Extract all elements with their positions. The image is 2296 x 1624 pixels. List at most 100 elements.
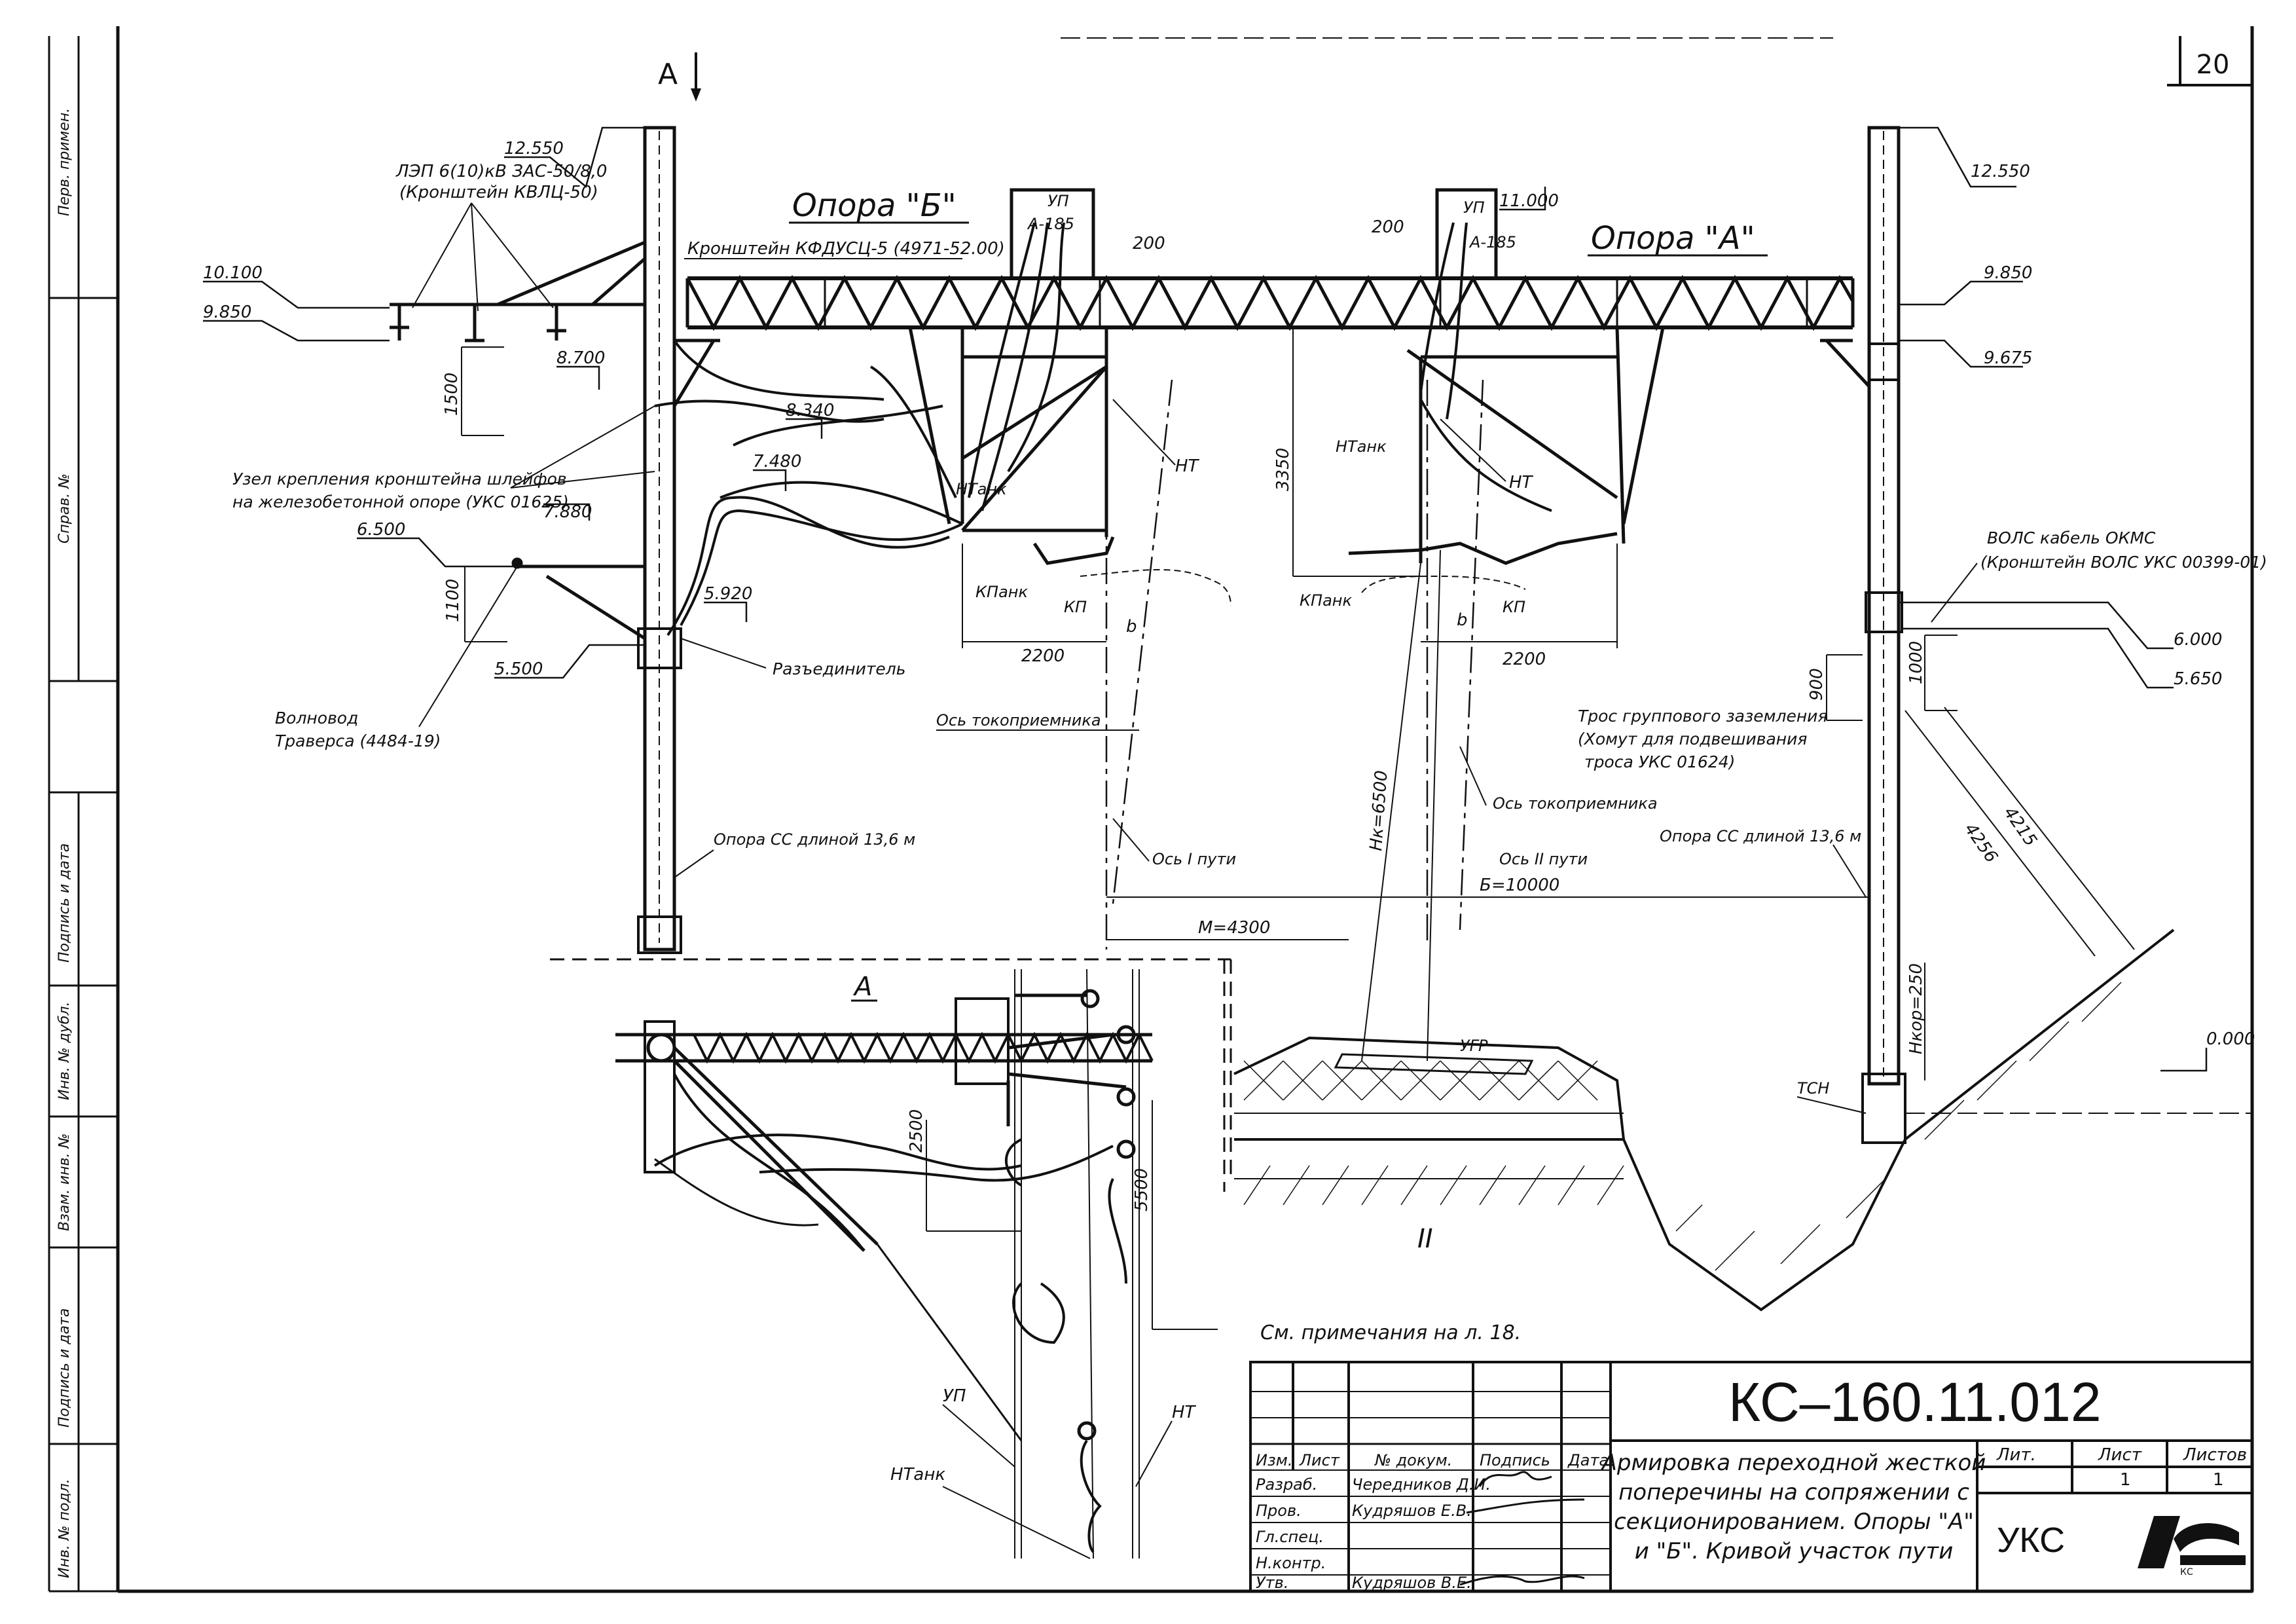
dim-nkor-250: Нкор=250 [1906, 963, 1926, 1054]
side-stamp-labels: Перв. примен. Справ. № Подпись и дата Ин… [56, 108, 73, 1578]
nk-line-left [1361, 563, 1421, 1061]
label-volnovod-leader [418, 566, 518, 728]
dim-m-4300: М=4300 [1198, 918, 1270, 938]
elev-7480: 7.480 [753, 452, 801, 471]
tb-role: Разраб. [1256, 1475, 1317, 1494]
tb-header-sign: Подпись [1480, 1451, 1550, 1469]
dim-2200-left: 2200 [1021, 646, 1065, 666]
elev-8340: 8.340 [786, 401, 834, 420]
drawing-title: Армировка переходной жесткой поперечины … [1601, 1450, 1986, 1564]
side-stamp-label: Подпись и дата [56, 1308, 73, 1428]
label-tros3: троса УКС 01624) [1584, 752, 1735, 771]
dim-b-left: b [1126, 617, 1137, 637]
tb-header-list: Лист [1299, 1451, 1340, 1469]
label-vols1: ВОЛС кабель ОКМС [1987, 528, 2156, 547]
dim-4215: 4215 [1999, 803, 2041, 850]
nk-line-right [1427, 549, 1441, 1061]
pantograph-curve [1361, 575, 1526, 593]
elev-11000: 11.000 [1499, 191, 1559, 211]
label-a185-right: А-185 [1468, 233, 1516, 251]
label-ntank-right: НТанк [1336, 437, 1387, 456]
opora-a-title: Опора "А" [1591, 220, 1755, 257]
label-os-tokopr-right-leader [1459, 746, 1487, 806]
label-opora-cc-left: Опора СС длиной 13,6 м [714, 830, 915, 849]
label-vols-leader [1931, 563, 1978, 623]
section-arrow-head [691, 88, 701, 101]
label-tsn-leader [1796, 1096, 1867, 1114]
label-os-2: Ось II пути [1499, 850, 1588, 868]
elev-5500: 5.500 [494, 659, 543, 679]
label-os-1: Ось I пути [1152, 850, 1236, 868]
label-lep-bracket: (Кронштейн КВЛЦ-50) [399, 183, 598, 202]
label-volnovod: Волновод [275, 709, 358, 728]
label-tros1: Трос группового заземления [1578, 707, 1827, 726]
side-stamp-label: Взам. инв. № [56, 1134, 73, 1231]
elev-9850-right: 9.850 [1984, 263, 2032, 283]
side-stamp [48, 36, 118, 1593]
title-block [1249, 1361, 2253, 1593]
dim-3350: 3350 [1273, 448, 1293, 491]
label-tsn: ТСН [1797, 1079, 1829, 1098]
side-stamp-label: Инв. № дубл. [56, 1001, 73, 1100]
elev-12550-left: 12.550 [504, 139, 564, 158]
crossbeam-supports [672, 339, 1870, 407]
label-traversa: Траверса (4484-19) [275, 731, 441, 750]
section-mark-a: А [658, 58, 678, 91]
label-nt-leader [1112, 399, 1176, 466]
label-up-left: УП [1048, 192, 1069, 210]
dim-5500: 5500 [1132, 1168, 1152, 1211]
tb-name: Кудряшов Е.В. [1352, 1502, 1472, 1520]
drawing-labels: Опора "Б" Опора "А" 12.550 10.100 9.850 … [203, 139, 2267, 1559]
sheet-number: 20 [2196, 50, 2230, 80]
title-block-text: Изм. Лист № докум. Подпись Дата Разраб. … [1256, 1451, 1609, 1592]
label-up-right: УП [1463, 198, 1485, 217]
label-kfdusc: Кронштейн КФДУСЦ-5 (4971-52.00) [687, 239, 1005, 259]
label-os-tokopr-right: Ось токоприемника [1493, 794, 1658, 813]
fixture-frame-left [908, 327, 1115, 565]
tb-role: Утв. [1256, 1574, 1288, 1592]
tb-list: Лист [2098, 1445, 2142, 1465]
dim-200-right: 200 [1372, 217, 1404, 237]
feeder-cables-right [1419, 222, 1552, 512]
label-uzel2: на железобетонной опоре (УКС 01625) [232, 492, 569, 511]
section-mark-a-bottom: А [852, 972, 872, 1002]
dim-200-left: 200 [1133, 234, 1165, 253]
label-ugr: УГР [1460, 1037, 1488, 1055]
label-vols2: (Кронштейн ВОЛС УКС 00399-01) [1980, 553, 2267, 572]
label-razed-leader [680, 638, 767, 669]
dim-1000: 1000 [1906, 641, 1926, 684]
dim-2500: 2500 [907, 1109, 926, 1153]
dim-b-10000: Б=10000 [1480, 876, 1559, 895]
logo-text: КС [2180, 1567, 2193, 1578]
dim-2200-right: 2200 [1503, 650, 1546, 669]
label-nt-bottom-leader [1135, 1420, 1173, 1487]
elev-5920: 5.920 [704, 584, 752, 604]
dim-b-right: b [1457, 610, 1468, 630]
pole-b [637, 126, 682, 954]
fixture-frame-right [1348, 327, 1665, 565]
track-axis-mark: II [1417, 1224, 1433, 1254]
opora-b-title: Опора "Б" [792, 187, 957, 224]
tb-role: Пров. [1256, 1502, 1302, 1520]
elev-10100: 10.100 [203, 263, 263, 283]
label-razed: Разъединитель [773, 659, 906, 678]
label-uzel-leader [510, 471, 655, 489]
side-stamp-label: Инв. № подл. [56, 1479, 73, 1578]
drawing-code: КС–160.11.012 [1728, 1371, 2102, 1433]
tb-header-doc: № докум. [1374, 1451, 1452, 1469]
elev-5650: 5.650 [2174, 669, 2222, 689]
label-ntank-bottom-leader [942, 1486, 1091, 1559]
elev-0000: 0.000 [2206, 1029, 2255, 1049]
up-masts [1010, 188, 1498, 278]
organization: УКС [1997, 1521, 2065, 1560]
tb-name: Чередников Д.И. [1352, 1475, 1491, 1494]
label-tros2: (Хомут для подвешивания [1578, 729, 1807, 748]
tb-header-izm: Изм. [1256, 1451, 1292, 1469]
label-kp-left: КП [1064, 598, 1087, 616]
label-ntank-left: НТанк [956, 480, 1007, 498]
axis-lines [1105, 379, 1484, 950]
dim-900: 900 [1807, 668, 1827, 701]
elevation-markers [203, 126, 2208, 1072]
elev-6000: 6.000 [2174, 630, 2222, 650]
